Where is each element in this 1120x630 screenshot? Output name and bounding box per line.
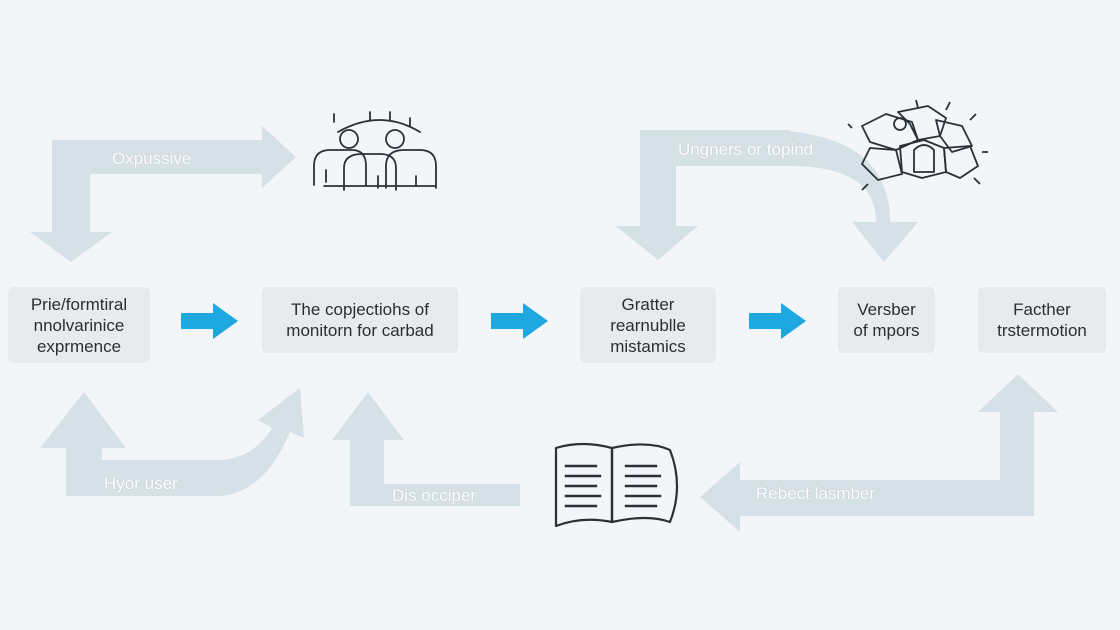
process-node-4: Versber of mpors (838, 287, 935, 353)
ghost-arrow-bottom-right (700, 374, 1058, 532)
arrow-label-top-left: Oxpussive (112, 149, 192, 168)
node-3-line-2: rearnublle (610, 315, 686, 335)
node-5-line-2: trstermotion (997, 321, 1087, 340)
node-3-line-3: mistamics (610, 336, 686, 356)
ghost-arrow-top-right-left (616, 130, 790, 260)
process-node-2: The copjectiohs of monitorn for carbad (262, 287, 458, 353)
arrow-label-bottom-middle: Dis occiper (392, 486, 477, 505)
node-1-line-1: Prie/formtiral (30, 294, 128, 314)
node-2-line-1: The copjectiohs of (291, 300, 429, 319)
process-node-5: Facther trstermotion (978, 287, 1106, 353)
puzzle-pieces-icon (847, 99, 988, 191)
ghost-arrow-bottom-middle (332, 392, 520, 506)
people-group-icon (313, 111, 437, 191)
node-2-line-2: monitorn for carbad (286, 321, 434, 340)
open-book-icon (554, 442, 679, 528)
ghost-arrow-top-left (30, 126, 296, 262)
right-arrow-icon (749, 303, 806, 339)
right-arrow-icon (491, 303, 548, 339)
node-1-line-3: exprmence (36, 336, 122, 356)
process-node-1: Prie/formtiral nnolvarinice exprmence (8, 287, 150, 363)
ghost-arrow-bottom-left (40, 388, 304, 496)
right-arrow-icon (181, 303, 238, 339)
node-3-line-1: Gratter (621, 294, 675, 314)
arrow-label-top-right: Ungners or topind (678, 140, 814, 159)
node-4-line-1: Versber (857, 300, 916, 319)
node-4-line-2: of mpors (853, 321, 920, 340)
node-5-line-1: Facther (1013, 300, 1071, 319)
arrow-label-bottom-left: Hyor user (104, 474, 178, 493)
node-1-line-2: nnolvarinice (33, 315, 125, 335)
process-node-3: Gratter rearnublle mistamics (580, 287, 716, 363)
arrow-label-bottom-right: Rebect lasmber (756, 484, 876, 503)
ghost-arrow-top-right-curve (760, 130, 918, 262)
